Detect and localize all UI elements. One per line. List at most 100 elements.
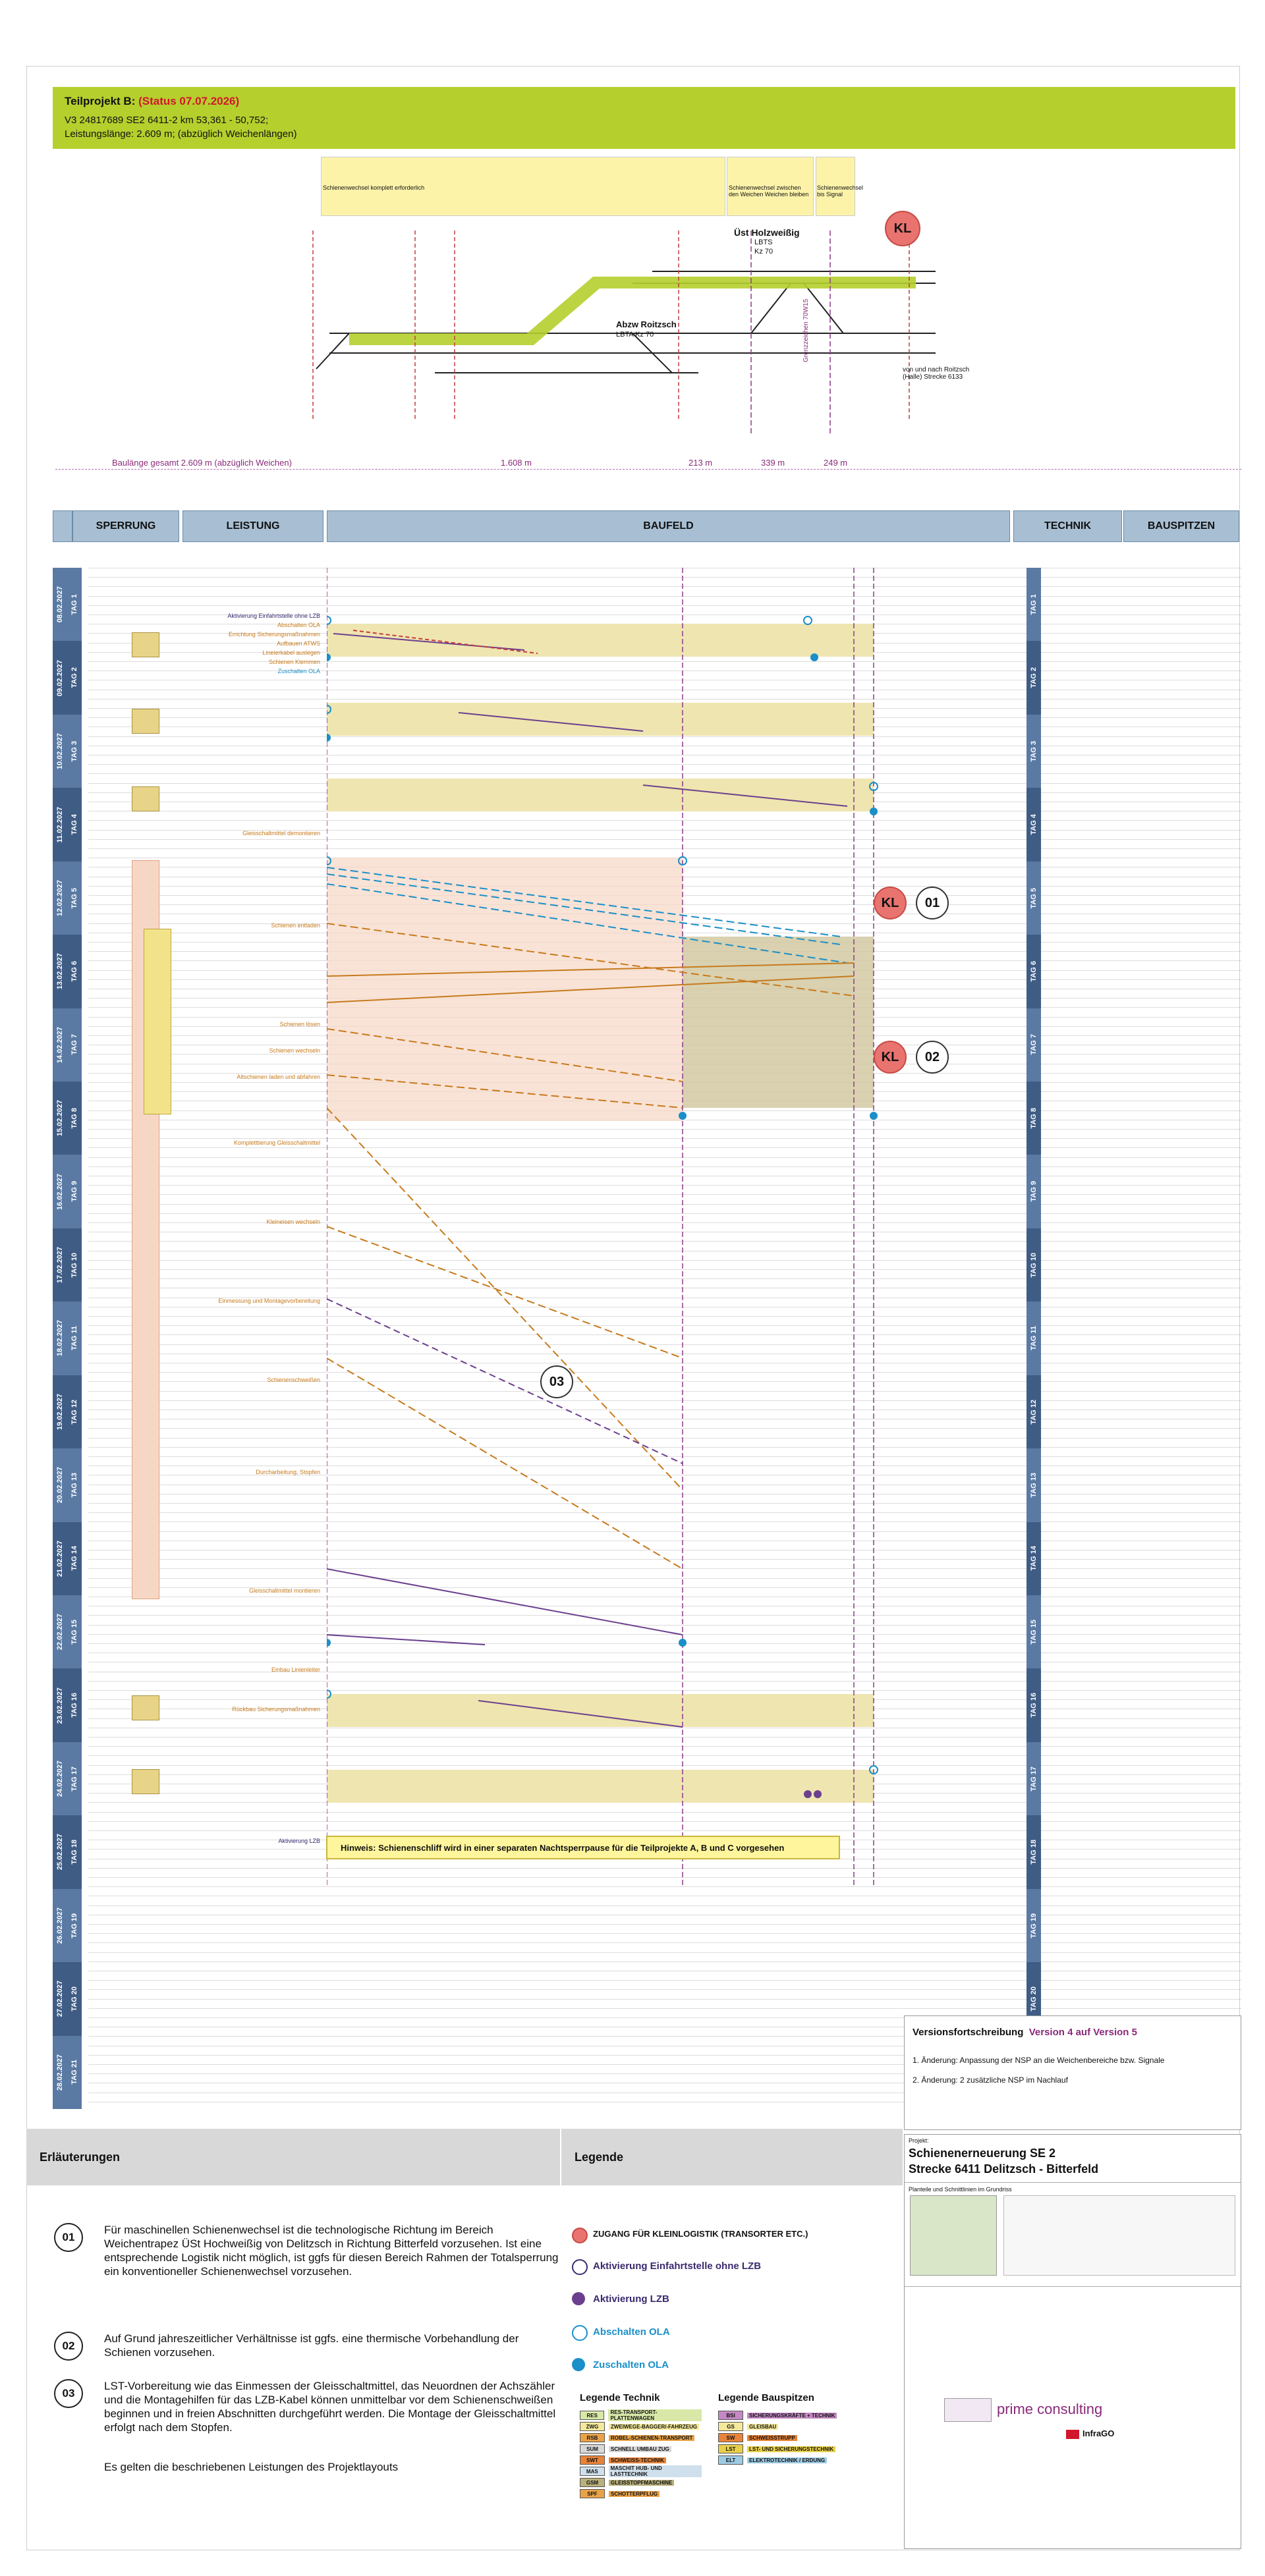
legend-label: SCHWEISSTRUPP — [747, 2434, 797, 2441]
row-line — [88, 1755, 1241, 1757]
tag-label: TAG 6 — [1030, 961, 1038, 982]
legend-bauspitzen-title: Legende Bauspitzen — [718, 2392, 814, 2403]
overview-map — [910, 2195, 997, 2276]
tag-cell: TAG 11 — [1026, 1302, 1041, 1376]
legend-code: RES — [580, 2411, 605, 2420]
day-tag: TAG 17 — [70, 1766, 78, 1792]
leistung-label: Schienenschweißen — [267, 1377, 320, 1383]
legend-row: SW SCHWEISSTRUPP — [718, 2433, 840, 2442]
banner-title: Teilprojekt B — [65, 95, 132, 107]
tag-label: TAG 14 — [1030, 1546, 1038, 1572]
leistung-label: Schienen lösen — [279, 1021, 320, 1028]
day-tag: TAG 10 — [70, 1252, 78, 1278]
tag-label: TAG 1 — [1030, 593, 1038, 615]
legende-header: Legende — [561, 2129, 903, 2185]
db-name: InfraGO — [1082, 2428, 1115, 2438]
station-abzw-name: Abzw Roitzsch — [616, 319, 677, 329]
tag-cell: TAG 16 — [1026, 1668, 1041, 1743]
version-title: Versionsfortschreibung — [913, 2027, 1024, 2038]
tag-label: TAG 9 — [1030, 1181, 1038, 1202]
top-note-1-text: Schienenwechsel komplett erforderlich — [323, 184, 425, 191]
row-line — [88, 1867, 1241, 1869]
day-date: 21.02.2027 — [56, 1540, 64, 1577]
day-date: 26.02.2027 — [56, 1907, 64, 1944]
row-line — [88, 764, 1241, 765]
row-line — [88, 1157, 1241, 1158]
sperrung-nacht-1 — [132, 632, 159, 657]
day-tag: TAG 19 — [70, 1913, 78, 1938]
legend-code: GSM — [580, 2478, 605, 2487]
tag-cell: TAG 3 — [1026, 714, 1041, 789]
distance-total: Baulänge gesamt 2.609 m (abzüglich Weich… — [112, 458, 292, 468]
row-line — [88, 1961, 1241, 1962]
sperrung-nacht-2 — [132, 709, 159, 734]
sperrung-nacht-5 — [132, 1769, 159, 1794]
row-line — [88, 1737, 1241, 1738]
day-date: 15.02.2027 — [56, 1100, 64, 1137]
title-divider-2 — [905, 2286, 1241, 2287]
version-number: Version 4 auf Version 5 — [1028, 2027, 1137, 2038]
row-line — [88, 1811, 1241, 1813]
row-line — [88, 1269, 1241, 1270]
legend-code: SWT — [580, 2455, 605, 2465]
tag-cell: TAG 15 — [1026, 1595, 1041, 1670]
day-date: 20.02.2027 — [56, 1467, 64, 1504]
distance-3: 339 m — [761, 458, 785, 468]
tag-label: TAG 3 — [1030, 740, 1038, 762]
legend-item-2-text: Aktivierung LZB — [593, 2293, 669, 2305]
legend-code: SW — [718, 2433, 743, 2442]
legend-item-3: Abschalten OLA — [572, 2325, 670, 2341]
day-date: 14.02.2027 — [56, 1026, 64, 1063]
row-line — [88, 1521, 1241, 1523]
banner-status: (Status 07.07.2026) — [138, 95, 240, 107]
station-abzw-sub: LBTA Kz 70 — [616, 331, 654, 339]
row-line — [88, 1390, 1241, 1392]
day-tag: TAG 8 — [70, 1107, 78, 1129]
erl-text-1: Für maschinellen Schienenwechsel ist die… — [104, 2224, 559, 2278]
row-line — [88, 1877, 1241, 1878]
project-title-block: Projekt: Schienenerneuerung SE 2 Strecke… — [904, 2134, 1241, 2549]
row-line — [88, 1194, 1241, 1195]
row-line — [88, 1942, 1241, 1944]
leistung-label: Lineierkabel auslegen — [262, 649, 320, 656]
day-tag: TAG 4 — [70, 814, 78, 835]
row-line — [88, 1456, 1241, 1457]
day-date: 12.02.2027 — [56, 879, 64, 916]
prime-company: prime consulting — [997, 2401, 1103, 2417]
row-line — [88, 1278, 1241, 1280]
legend-item-2: Aktivierung LZB — [572, 2292, 669, 2305]
tag-cell: TAG 10 — [1026, 1228, 1041, 1303]
legend-item-4: Zuschalten OLA — [572, 2358, 669, 2371]
header-spacer — [53, 510, 72, 542]
row-line — [88, 1512, 1241, 1514]
tag-cell: TAG 18 — [1026, 1815, 1041, 1890]
row-line — [88, 1587, 1241, 1588]
tag-label: TAG 17 — [1030, 1766, 1038, 1792]
legend-item-4-text: Zuschalten OLA — [593, 2359, 669, 2370]
leistung-label: Kompletttierung Gleisschaltmittel — [233, 1139, 320, 1146]
tag-cell: TAG 5 — [1026, 861, 1041, 936]
legend-filled-purple-symbol — [572, 2292, 585, 2305]
leistung-label: Schienen Klemmen — [268, 659, 320, 665]
row-line — [88, 1241, 1241, 1242]
row-line — [88, 1344, 1241, 1345]
tag-label: TAG 12 — [1030, 1399, 1038, 1425]
row-line — [88, 2008, 1241, 2009]
day-tag: TAG 3 — [70, 740, 78, 762]
legend-code: ZWG — [580, 2422, 605, 2431]
distance-line — [55, 469, 1241, 470]
day-date: 16.02.2027 — [56, 1173, 64, 1210]
erl-text-4: Es gelten die beschriebenen Leistungen d… — [104, 2461, 399, 2473]
row-line — [88, 605, 1241, 606]
legend-label: ELEKTROTECHNIK / ERDUNG — [747, 2457, 828, 2463]
day-tag: TAG 5 — [70, 887, 78, 909]
tag-cell: TAG 9 — [1026, 1155, 1041, 1229]
